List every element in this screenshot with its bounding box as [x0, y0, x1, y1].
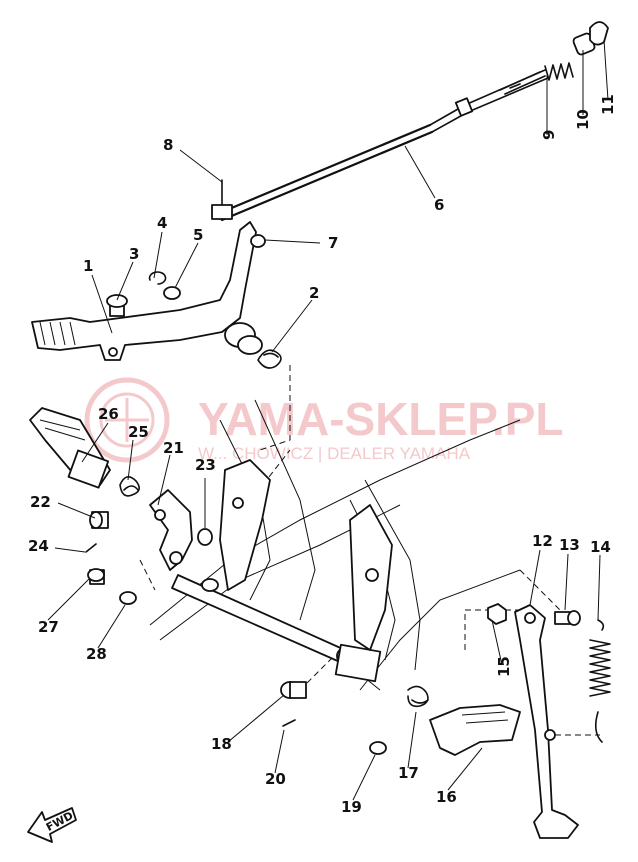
- sidestand: [514, 604, 579, 839]
- sidestand-bolt: [554, 610, 581, 626]
- pivot-bolt: [280, 681, 307, 699]
- circlip: [148, 271, 167, 285]
- callout-18: 18: [211, 735, 232, 753]
- callout-22: 22: [30, 493, 51, 511]
- rod-pin-joint: [589, 21, 609, 46]
- brake-rod: [220, 69, 549, 222]
- footrest-left: [29, 407, 111, 489]
- callout-13: 13: [559, 536, 580, 554]
- fwd-arrow-icon: [27, 807, 77, 843]
- callout-25: 25: [128, 423, 149, 441]
- callout-14: 14: [590, 538, 611, 556]
- brake-pedal: [31, 221, 263, 361]
- callout-7: 7: [328, 234, 338, 252]
- callout-5: 5: [193, 226, 203, 244]
- rod-spring: [544, 62, 574, 81]
- watermark: YAMA-SKLEP.PL W... CHOWICZ | DEALER YAMA…: [84, 377, 564, 463]
- callout-4: 4: [157, 214, 167, 232]
- callout-1: 1: [83, 257, 93, 275]
- shaft-washer: [369, 741, 387, 755]
- watermark-title: YAMA-SKLEP.PL: [198, 393, 564, 445]
- callout-3: 3: [129, 245, 139, 263]
- pedal-return-spring: [257, 349, 282, 369]
- footrest-bracket: [149, 489, 193, 571]
- bracket-washer: [119, 591, 137, 605]
- leader-lines: [47, 39, 609, 801]
- watermark-subtitle: W... CHOWICZ | DEALER YAMAHA: [198, 444, 471, 463]
- footrest-spring-left: [119, 476, 140, 497]
- callout-27: 27: [38, 618, 59, 636]
- pedal-bolt: [106, 294, 128, 317]
- callout-6: 6: [434, 196, 444, 214]
- callout-19: 19: [341, 798, 362, 816]
- fwd-marker: FWD: [27, 807, 77, 843]
- callout-labels: 1 2 3 4 5 6 7 8 9 10 11 12 13 14 15 16 1…: [28, 94, 617, 816]
- callout-26: 26: [98, 405, 119, 423]
- rod-clevis: [211, 179, 233, 220]
- callout-10: 10: [574, 109, 592, 130]
- callout-24: 24: [28, 537, 49, 555]
- pedal-washer: [163, 286, 181, 300]
- cotter-pin-left: [85, 543, 97, 553]
- callout-9: 9: [540, 130, 558, 140]
- callout-12: 12: [532, 532, 553, 550]
- pivot-shaft: [171, 574, 382, 683]
- callout-23: 23: [195, 456, 216, 474]
- sidestand-nut: [487, 603, 507, 625]
- callout-21: 21: [163, 439, 184, 457]
- cotter-pin-right: [282, 719, 296, 727]
- bracket-bolt: [87, 568, 105, 585]
- callout-28: 28: [86, 645, 107, 663]
- stand-bracket-plate: [219, 459, 393, 651]
- sidestand-spring: [589, 619, 611, 743]
- rod-washer: [250, 234, 266, 248]
- watermark-logo-icon: [84, 377, 170, 463]
- footrest-right: [429, 704, 521, 756]
- callout-17: 17: [398, 764, 419, 782]
- callout-20: 20: [265, 770, 286, 788]
- collar: [197, 528, 213, 546]
- callout-16: 16: [436, 788, 457, 806]
- callout-2: 2: [309, 284, 319, 302]
- footrest-spring-right: [407, 685, 429, 708]
- callout-11: 11: [599, 94, 617, 115]
- callout-8: 8: [163, 136, 173, 154]
- callout-15: 15: [495, 656, 513, 677]
- footrest-bolt: [89, 511, 109, 529]
